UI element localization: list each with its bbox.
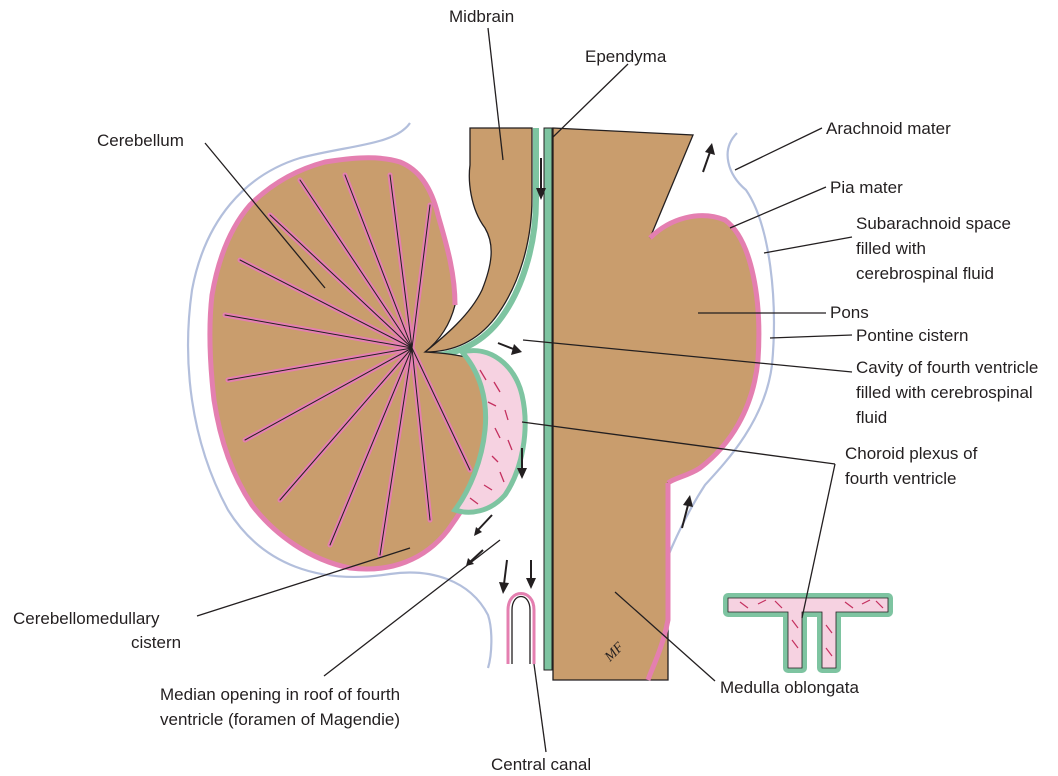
label-medulla-oblongata: Medulla oblongata bbox=[720, 678, 859, 697]
label-midbrain: Midbrain bbox=[449, 7, 514, 26]
label-pia-mater: Pia mater bbox=[830, 178, 903, 197]
label-cavity-1: Cavity of fourth ventricle bbox=[856, 358, 1038, 377]
label-choroid-1: Choroid plexus of bbox=[845, 444, 978, 463]
label-central-canal: Central canal bbox=[491, 755, 591, 774]
label-ependyma: Ependyma bbox=[585, 47, 667, 66]
label-arachnoid-mater: Arachnoid mater bbox=[826, 119, 951, 138]
label-subarachnoid-2: filled with bbox=[856, 239, 926, 258]
label-cerebellomedullary-2: cistern bbox=[131, 633, 181, 652]
label-median-opening-1: Median opening in roof of fourth bbox=[160, 685, 400, 704]
label-cavity-3: fluid bbox=[856, 408, 887, 427]
label-median-opening-2: ventricle (foramen of Magendie) bbox=[160, 710, 400, 729]
label-subarachnoid-3: cerebrospinal fluid bbox=[856, 264, 994, 283]
label-pontine-cistern: Pontine cistern bbox=[856, 326, 968, 345]
label-cavity-2: filled with cerebrospinal bbox=[856, 383, 1033, 402]
label-subarachnoid-1: Subarachnoid space bbox=[856, 214, 1011, 233]
ependyma-strip bbox=[544, 128, 552, 670]
central-canal bbox=[512, 597, 530, 665]
label-choroid-2: fourth ventricle bbox=[845, 469, 957, 488]
label-cerebellomedullary-1: Cerebellomedullary bbox=[13, 609, 160, 628]
label-pons: Pons bbox=[830, 303, 869, 322]
label-cerebellum: Cerebellum bbox=[97, 131, 184, 150]
choroid-plexus-inset bbox=[728, 598, 888, 668]
